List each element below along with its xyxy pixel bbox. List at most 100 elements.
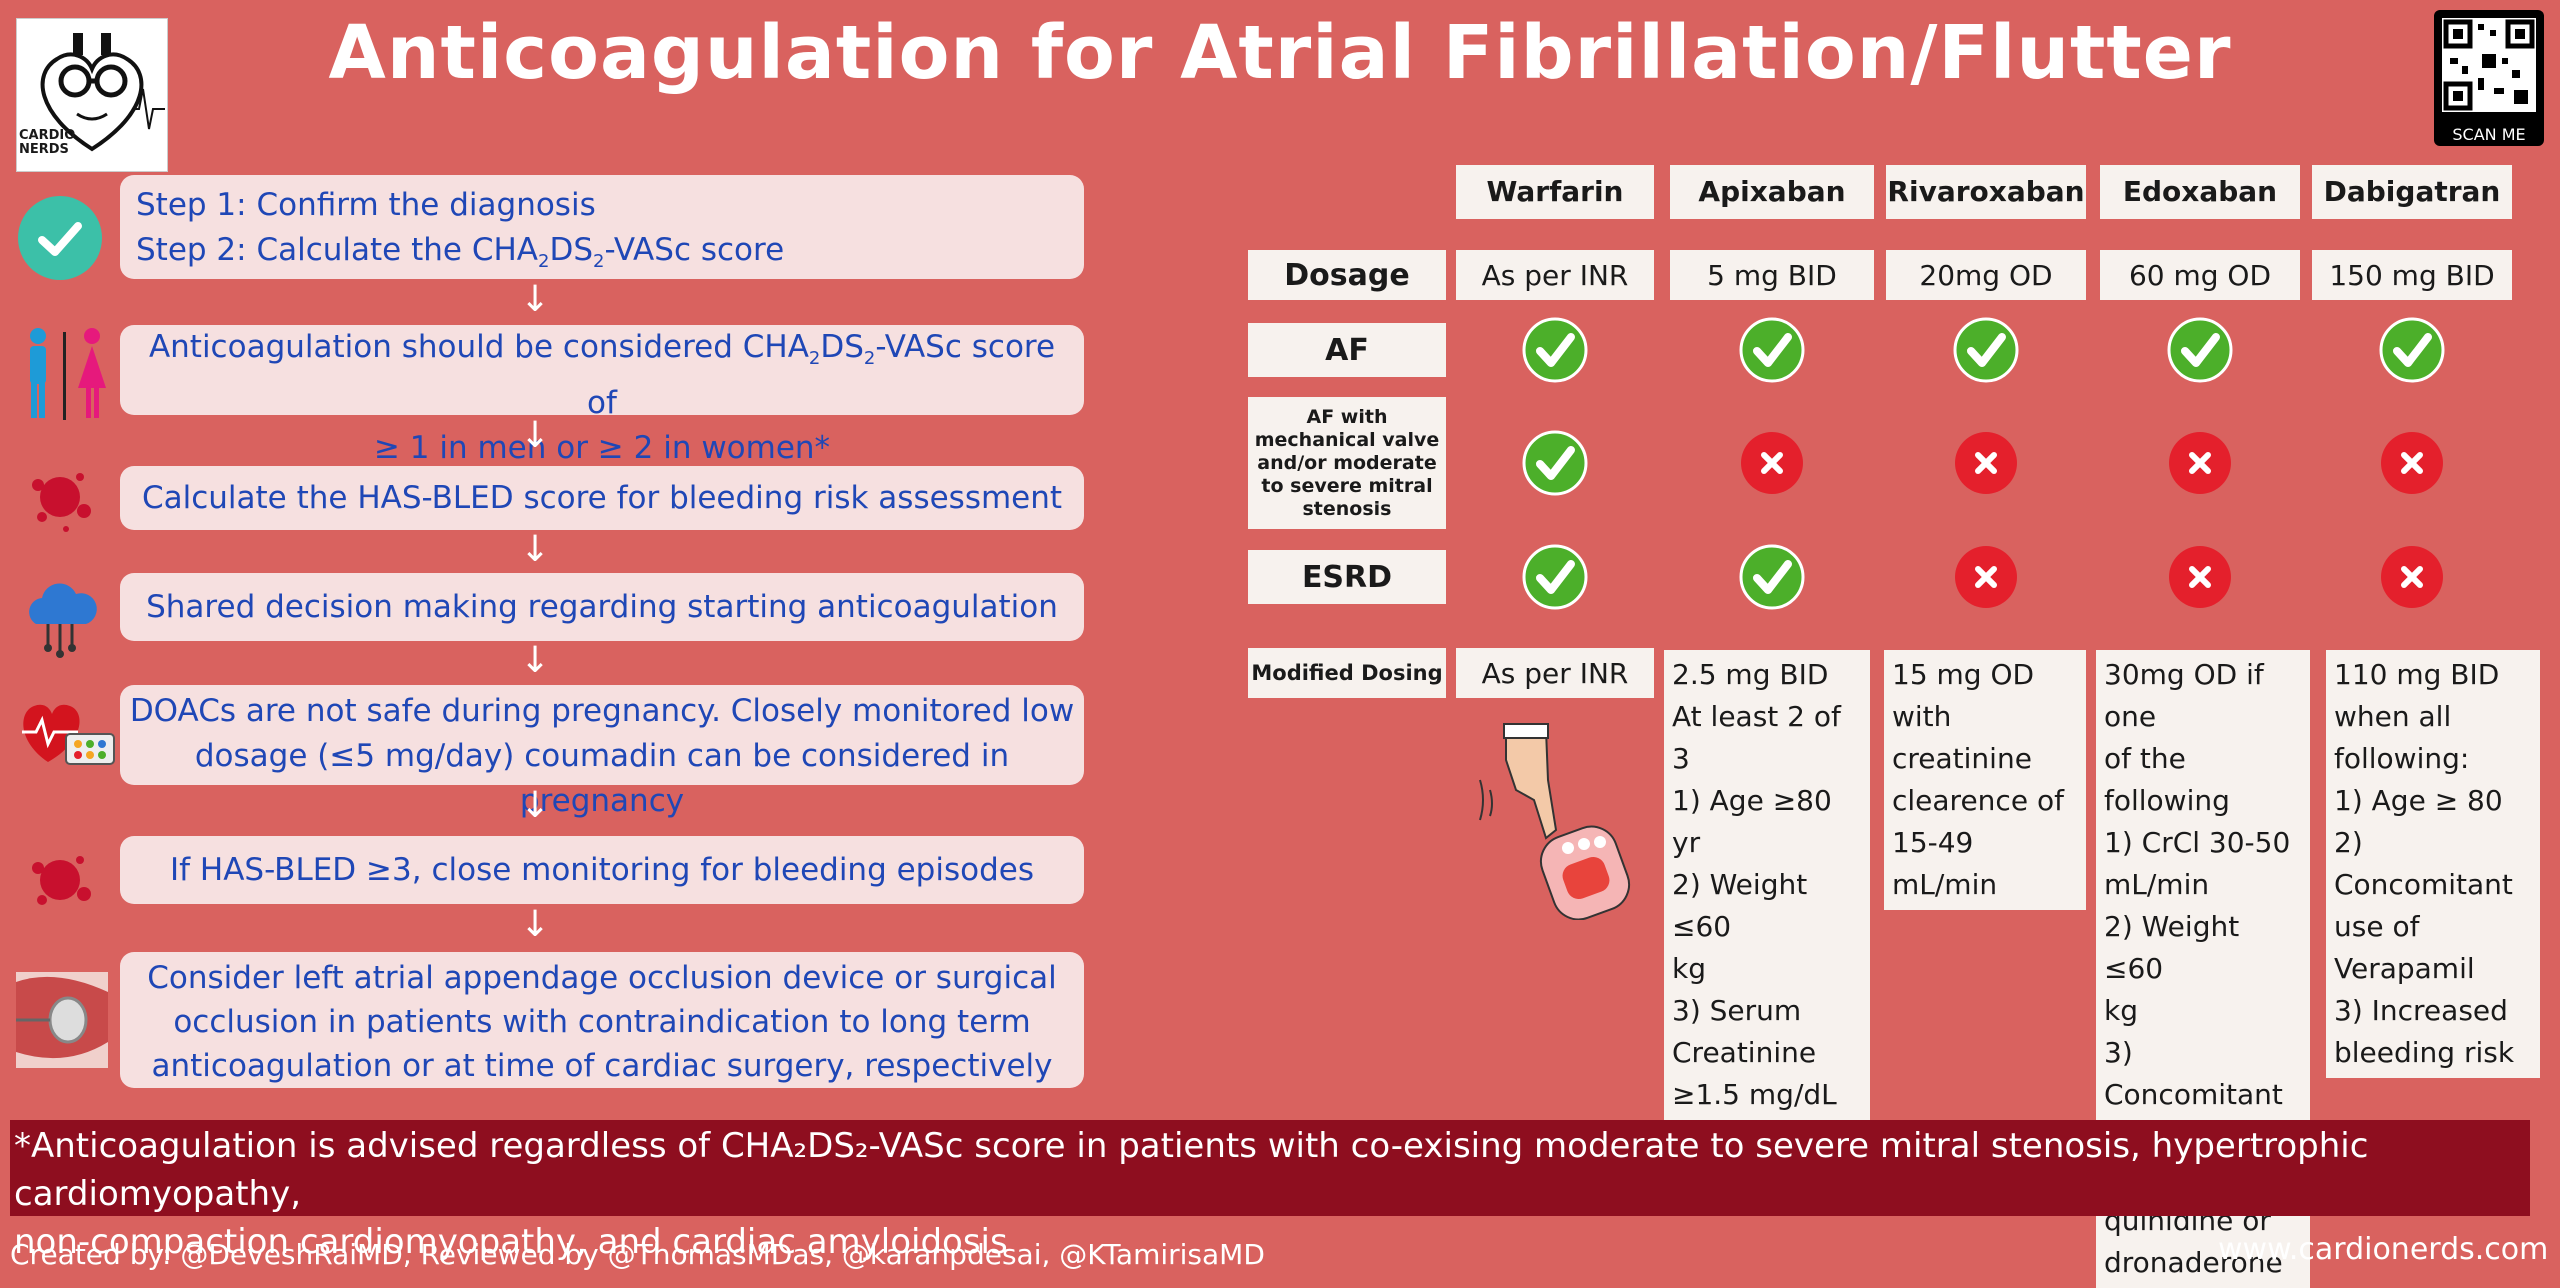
modified-dosing-line: 15 mg OD — [1892, 658, 2035, 691]
modified-dosing-line: with — [1892, 700, 1952, 733]
modified-dosing-line: 1) Age ≥80 yr — [1672, 784, 1832, 859]
blood-splatter-icon — [18, 455, 102, 539]
modified-dosing-line: 2) Weight ≤60 — [2104, 910, 2240, 985]
drug-header-warfarin: Warfarin — [1456, 165, 1654, 219]
men-women-icon — [18, 326, 106, 422]
step3-line2: ≥ 1 in men or ≥ 2 in women* — [373, 430, 831, 467]
drug-header-rivaroxaban: Rivaroxaban — [1886, 165, 2086, 219]
step8-line2: occlusion in patients with contraindicat… — [173, 1004, 1031, 1040]
dosage-warfarin: As per INR — [1456, 250, 1654, 300]
check-mark-icon-af-warfarin — [1522, 317, 1588, 383]
row-label-modified-dosing: Modified Dosing — [1248, 648, 1446, 698]
page-title: Anticoagulation for Atrial Fibrillation/… — [328, 10, 2232, 96]
modified-dosing-line: ≥1.5 mg/dL — [1672, 1078, 1837, 1111]
row-label-af: AF — [1248, 323, 1446, 377]
modified-dosing-line: 2.5 mg BID — [1672, 658, 1829, 691]
dosage-edoxaban: 60 mg OD — [2100, 250, 2300, 300]
dosage-rivaroxaban: 20mg OD — [1886, 250, 2086, 300]
modified-dosing-line: of the following — [2104, 742, 2230, 817]
qr-pattern — [2442, 18, 2536, 112]
step6-line2: dosage (≤5 mg/day) coumadin can be consi… — [194, 738, 1010, 819]
step-pregnancy: DOACs are not safe during pregnancy. Clo… — [120, 685, 1084, 819]
modified-dosing-line: Verapamil — [2334, 952, 2475, 985]
modified-dosing-line: 15-49 mL/min — [1892, 826, 1998, 901]
credits: Created by: @DeveshRaiMD, Reviewed by @T… — [10, 1238, 1265, 1271]
modified-dosing-line: kg — [1672, 952, 1706, 985]
modified-dosing-line: clearence of — [1892, 784, 2064, 817]
modified-dosing-line: Creatinine — [1672, 1036, 1817, 1069]
step8-line1: Consider left atrial appendage occlusion… — [147, 960, 1057, 996]
footnote-line1: *Anticoagulation is advised regardless o… — [14, 1126, 2369, 1214]
arrow-down-icon: ↓ — [520, 640, 551, 681]
step-confirm-and-calculate: Step 1: Confirm the diagnosis Step 2: Ca… — [120, 175, 1084, 279]
step2-text: Step 2: Calculate the CHA2DS2-VASc score — [136, 232, 785, 273]
row-label-valve: AF with mechanical valve and/or moderate… — [1248, 397, 1446, 529]
step-monitoring: If HAS-BLED ≥3, close monitoring for ble… — [120, 836, 1084, 904]
step6-line1: DOACs are not safe during pregnancy. Clo… — [129, 693, 1075, 729]
laa-occlusion-icon — [16, 972, 108, 1068]
modified-dosing-line: At least 2 of 3 — [1672, 700, 1841, 775]
qr-code[interactable]: SCAN ME — [2434, 10, 2544, 146]
heart-nerd-icon — [40, 33, 165, 152]
modified-dosing-line: creatinine — [1892, 742, 2032, 775]
modified-dosing-line: use of — [2334, 910, 2420, 943]
row-label-dosage: Dosage — [1248, 250, 1446, 300]
modified-dosing-line: 30mg OD if one — [2104, 658, 2264, 733]
modified-dosing-line: mL/min — [2104, 868, 2210, 901]
qr-icon — [2443, 19, 2535, 111]
dosage-apixaban: 5 mg BID — [1670, 250, 1874, 300]
modified-dosing-line: 3) Concomitant — [2104, 1036, 2283, 1111]
modified-dosing-line: 2) Concomitant — [2334, 826, 2513, 901]
modified-dosing-line: 3) Serum — [1672, 994, 1802, 1027]
modified-dosing-line: following: — [2334, 742, 2470, 775]
step-laa-occlusion: Consider left atrial appendage occlusion… — [120, 952, 1084, 1088]
row-label-esrd: ESRD — [1248, 550, 1446, 604]
cloud-network-icon — [18, 576, 102, 660]
modified-warfarin: As per INR — [1456, 648, 1654, 698]
step-has-bled: Calculate the HAS-BLED score for bleedin… — [120, 466, 1084, 530]
check-circle-icon — [18, 196, 102, 280]
arrow-down-icon: ↓ — [520, 415, 551, 456]
modified-dosing-line: 1) CrCl 30-50 — [2104, 826, 2291, 859]
qr-label: SCAN ME — [2452, 125, 2526, 144]
check-mark-icon-af-dabigatran — [2379, 317, 2445, 383]
blood-splatter-icon — [18, 838, 102, 922]
check-mark-icon-esrd-warfarin — [1522, 544, 1588, 610]
modified-dosing-line: dronaderone — [2104, 1246, 2283, 1279]
website-link[interactable]: www.cardionerds.com — [2218, 1232, 2549, 1267]
check-mark-icon-af-apixaban — [1739, 317, 1805, 383]
modified-dabigatran: 110 mg BID when all following: 1) Age ≥ 80 2… — [2326, 650, 2540, 1078]
modified-dosing-line: bleeding risk — [2334, 1036, 2515, 1069]
cardionerds-logo: CARDIO NERDS — [16, 18, 168, 172]
arrow-down-icon: ↓ — [520, 904, 551, 945]
cross-mark-icon-valve-dabigatran — [2381, 432, 2443, 494]
check-mark-icon-af-rivaroxaban — [1953, 317, 2019, 383]
modified-rivaroxaban: 15 mg OD with creatinine clearence of 15-49 … — [1884, 650, 2086, 910]
check-mark-icon-esrd-apixaban — [1739, 544, 1805, 610]
modified-dosing-line: 2) Weight ≤60 — [1672, 868, 1808, 943]
arrow-down-icon: ↓ — [520, 529, 551, 570]
cross-mark-icon-valve-edoxaban — [2169, 432, 2231, 494]
dosage-dabigatran: 150 mg BID — [2312, 250, 2512, 300]
modified-dosing-line: when all — [2334, 700, 2452, 733]
step-consider-anticoagulation: Anticoagulation should be considered CHA… — [120, 325, 1084, 466]
modified-apixaban: 2.5 mg BID At least 2 of 3 1) Age ≥80 yr 2)… — [1664, 650, 1870, 1120]
cross-mark-icon-esrd-edoxaban — [2169, 546, 2231, 608]
footnote-line2: non-compaction cardiomyopathy, and cardi… — [14, 1222, 1008, 1262]
check-mark-icon-af-edoxaban — [2167, 317, 2233, 383]
check-mark-icon-valve-warfarin — [1522, 430, 1588, 496]
drug-header-edoxaban: Edoxaban — [2100, 165, 2300, 219]
modified-dosing-line: 3) Increased — [2334, 994, 2508, 1027]
modified-dosing-line: kg — [2104, 994, 2138, 1027]
drug-header-dabigatran: Dabigatran — [2312, 165, 2512, 219]
hand-pressing-button-icon — [1476, 720, 1636, 921]
logo-text: CARDIO NERDS — [19, 128, 76, 157]
modified-dosing-line: 110 mg BID — [2334, 658, 2500, 691]
cross-mark-icon-esrd-rivaroxaban — [1955, 546, 2017, 608]
step8-line3: anticoagulation or at time of cardiac su… — [151, 1048, 1053, 1084]
cross-mark-icon-valve-rivaroxaban — [1955, 432, 2017, 494]
step1-text: Step 1: Confirm the diagnosis — [136, 187, 596, 223]
footnote-banner: *Anticoagulation is advised regardless o… — [10, 1120, 2530, 1262]
heart-pills-icon — [18, 692, 118, 772]
modified-dosing-line: 1) Age ≥ 80 — [2334, 784, 2503, 817]
